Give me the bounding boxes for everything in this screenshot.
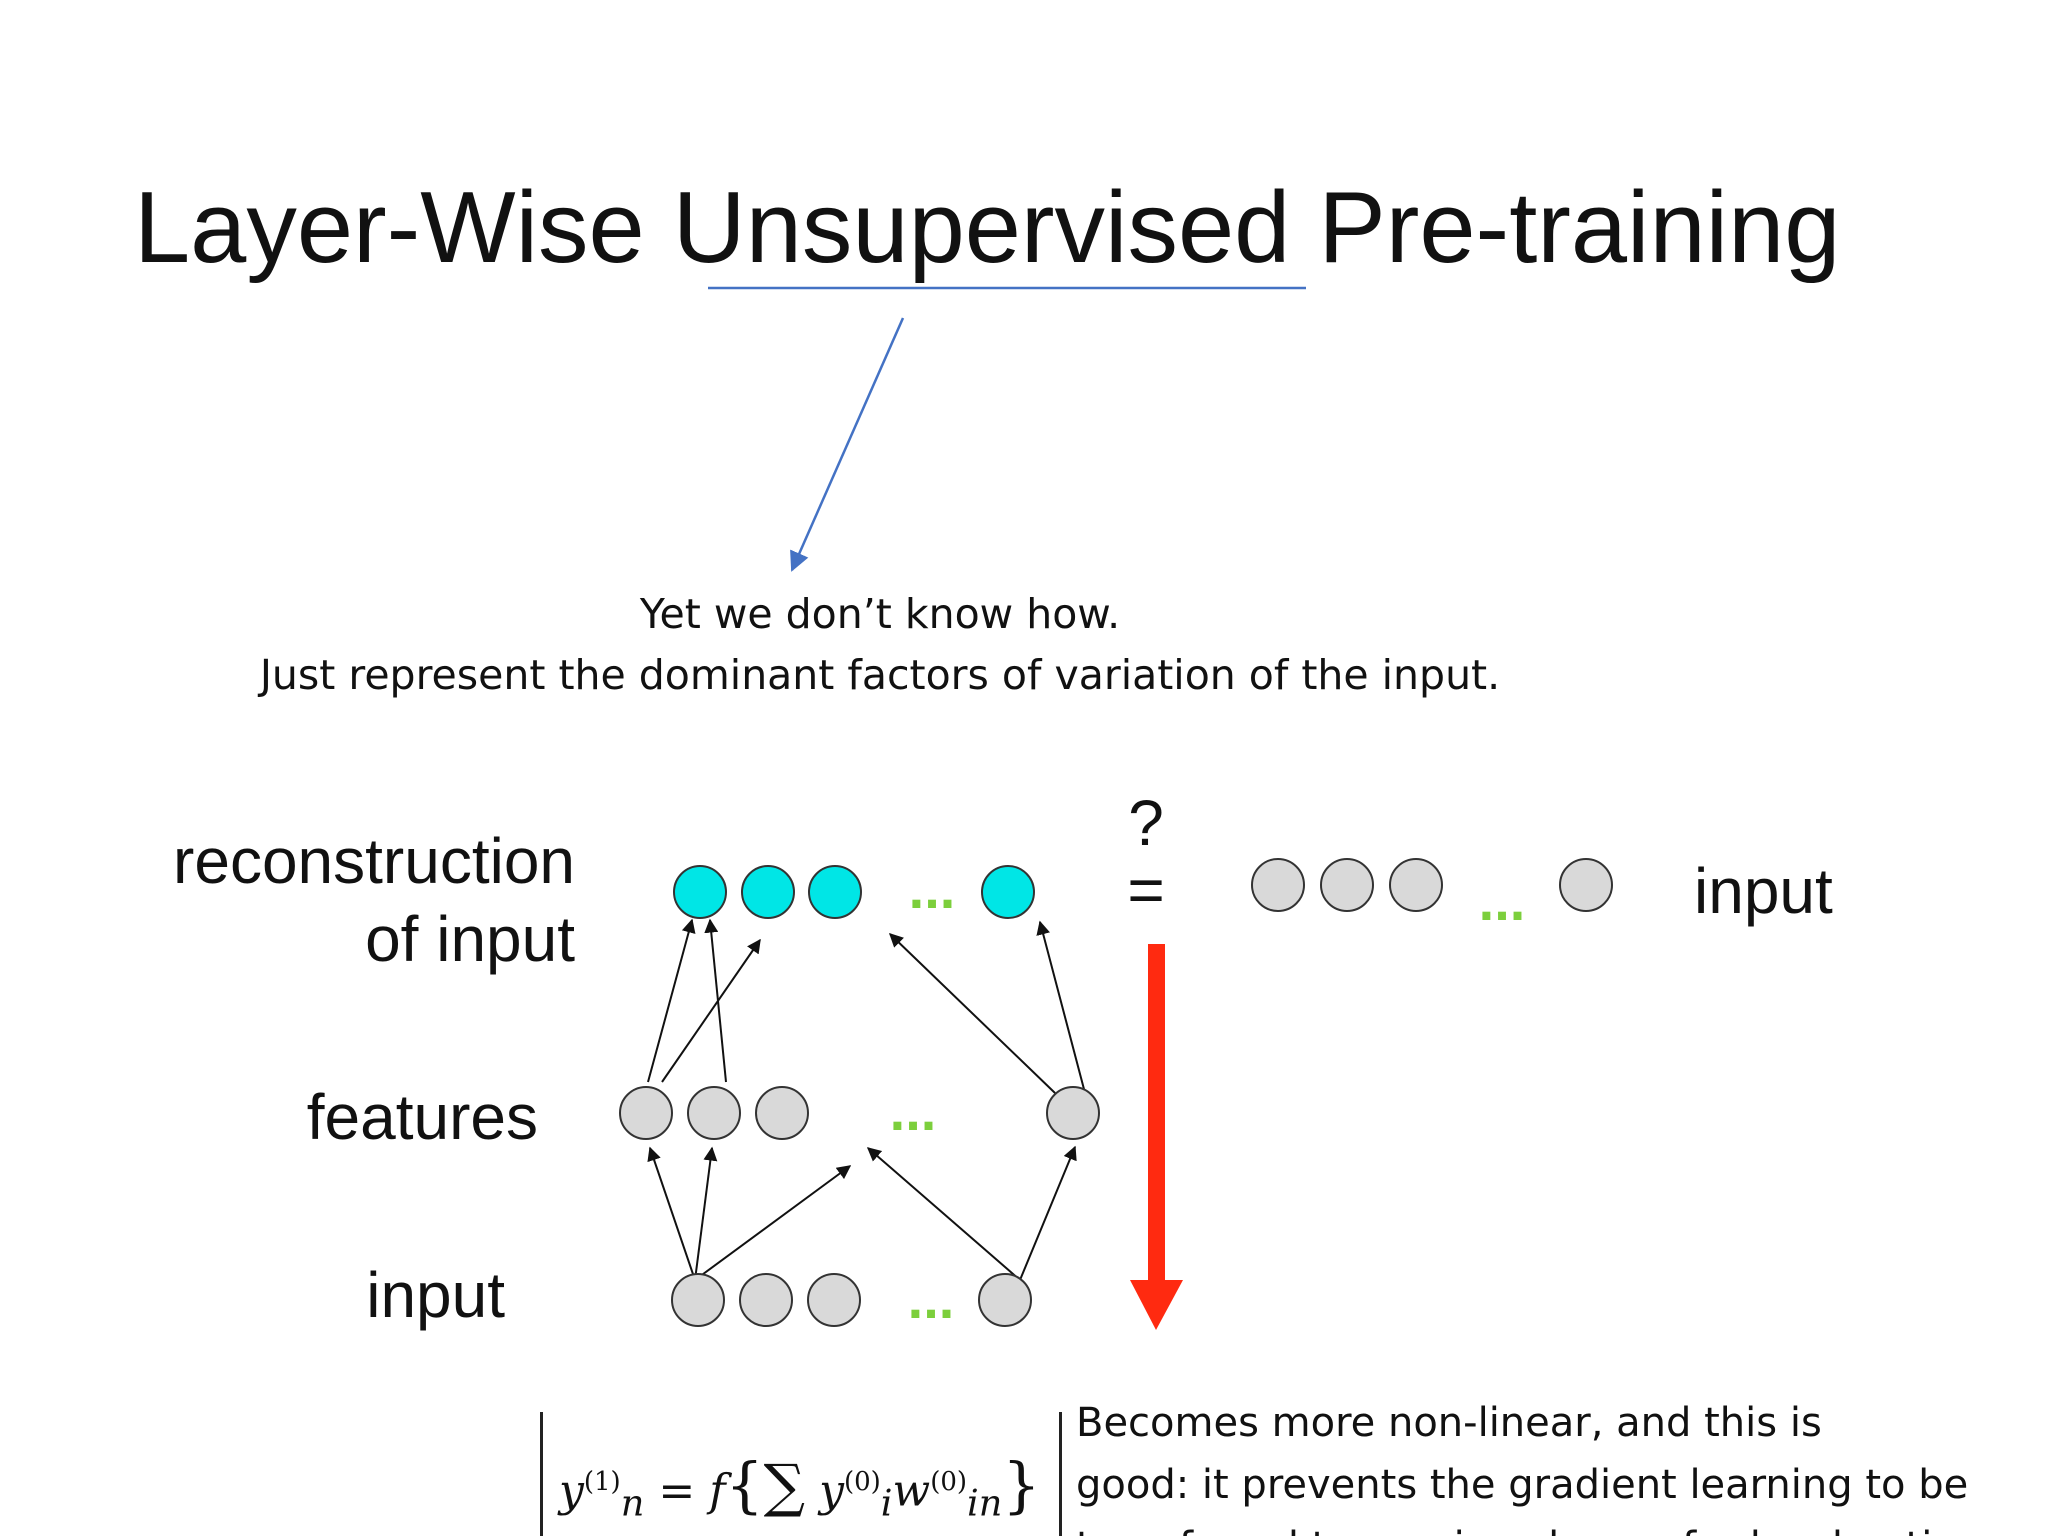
input-node: [739, 1273, 793, 1327]
target-input-node: [1320, 858, 1374, 912]
eq-lhs-sub: n: [620, 1481, 645, 1525]
reconstruction-node: [808, 865, 862, 919]
connection-arrow: [647, 1146, 696, 1281]
caption-line-1: Yet we don’t know how.: [639, 590, 1121, 638]
label-target-input: input: [1694, 855, 1833, 927]
connection-arrow: [866, 1147, 1021, 1281]
ellipsis-target-input: ...: [1479, 869, 1526, 932]
connection-arrow: [661, 938, 761, 1083]
eq-term-sup: (0): [843, 1467, 881, 1497]
ellipsis-features: ...: [890, 1079, 937, 1142]
eq-func: f: [709, 1465, 726, 1517]
label-features: features: [306, 1081, 538, 1153]
target-input-node: [1251, 858, 1305, 912]
comment-line-3: transferred to previous layers for local…: [1076, 1516, 2026, 1536]
layer-equation: y(1)n = f{∑ y(0)iw(0)in}: [540, 1412, 1062, 1536]
input-node: [978, 1273, 1032, 1327]
eq-close-brace: }: [1002, 1450, 1041, 1521]
feature-node: [687, 1086, 741, 1140]
ellipsis-reconstruction: ...: [909, 857, 956, 920]
eq-weight-sup: (0): [930, 1467, 968, 1497]
comment-line-1: Becomes more non-linear, and this is: [1076, 1400, 1822, 1446]
eq-open-brace: {: [725, 1450, 764, 1521]
question-mark: ?: [1128, 787, 1164, 859]
feature-node: [1046, 1086, 1100, 1140]
eq-term-var: y: [819, 1465, 844, 1517]
slide-title: Layer-Wise Unsupervised Pre-training: [134, 172, 1841, 284]
connection-arrow: [694, 1146, 718, 1281]
input-node: [807, 1273, 861, 1327]
connection-arrow: [704, 918, 727, 1083]
connection-arrow: [888, 933, 1056, 1094]
backprop-arrow-head: [1130, 1280, 1183, 1330]
comment-text: Becomes more non-linear, and this is goo…: [1076, 1392, 2026, 1536]
eq-weight-var: w: [892, 1465, 931, 1517]
reconstruction-node: [981, 865, 1035, 919]
equals-sign: =: [1127, 854, 1164, 926]
eq-equals: =: [658, 1465, 696, 1517]
eq-lhs-sup: (1): [583, 1467, 621, 1497]
feature-node: [755, 1086, 809, 1140]
reconstruction-node: [741, 865, 795, 919]
target-input-node: [1389, 858, 1443, 912]
label-of-input: of input: [365, 903, 575, 975]
connection-arrows: [647, 918, 1086, 1281]
eq-term-sub: i: [880, 1481, 893, 1525]
caption-line-2: Just represent the dominant factors of v…: [259, 651, 1501, 699]
eq-lhs-var: y: [559, 1465, 584, 1517]
target-input-node: [1559, 858, 1613, 912]
target-input-nodes: [1251, 858, 1613, 912]
pointer-arrow: [790, 317, 905, 572]
input-node: [671, 1273, 725, 1327]
connection-arrow: [647, 918, 696, 1083]
eq-weight-sub: in: [967, 1481, 1003, 1525]
comment-line-2: good: it prevents the gradient learning …: [1076, 1462, 1969, 1508]
reconstruction-nodes: [673, 865, 1035, 919]
connection-arrow: [1019, 1145, 1077, 1281]
input-nodes: [671, 1273, 1032, 1327]
ellipsis-input: ...: [908, 1267, 955, 1330]
connection-arrow: [1036, 920, 1086, 1094]
connection-arrow: [694, 1165, 852, 1281]
eq-sum: ∑: [763, 1451, 806, 1520]
feature-nodes: [619, 1086, 1100, 1140]
label-reconstruction: reconstruction: [173, 825, 575, 897]
backprop-arrow-shaft: [1148, 944, 1165, 1284]
label-input-layer: input: [366, 1259, 505, 1331]
backprop-arrow: [1130, 944, 1183, 1330]
reconstruction-node: [673, 865, 727, 919]
feature-node: [619, 1086, 673, 1140]
